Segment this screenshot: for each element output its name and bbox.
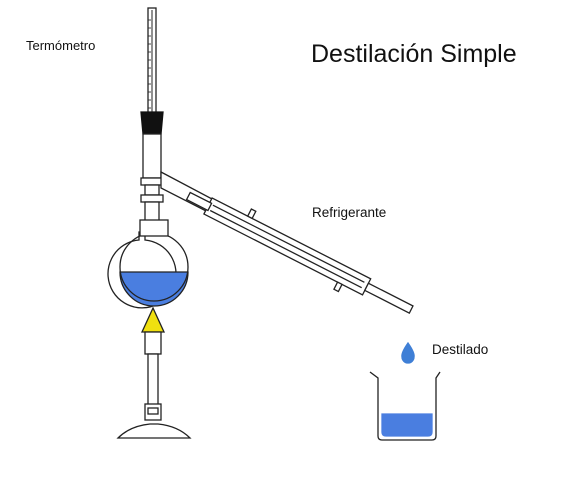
condenser (185, 191, 414, 314)
distillation-head (140, 133, 215, 233)
stopper (140, 111, 164, 135)
distillate-label: Destilado (432, 342, 489, 357)
drop (401, 341, 415, 364)
condenser-label: Refrigerante (312, 205, 387, 220)
bunsen-burner (116, 331, 192, 439)
page-title: Destilación Simple (311, 40, 517, 68)
flame (140, 306, 166, 333)
beaker (369, 371, 441, 441)
round-bottom-flask (107, 219, 189, 309)
thermometer-label: Termómetro (26, 38, 96, 53)
